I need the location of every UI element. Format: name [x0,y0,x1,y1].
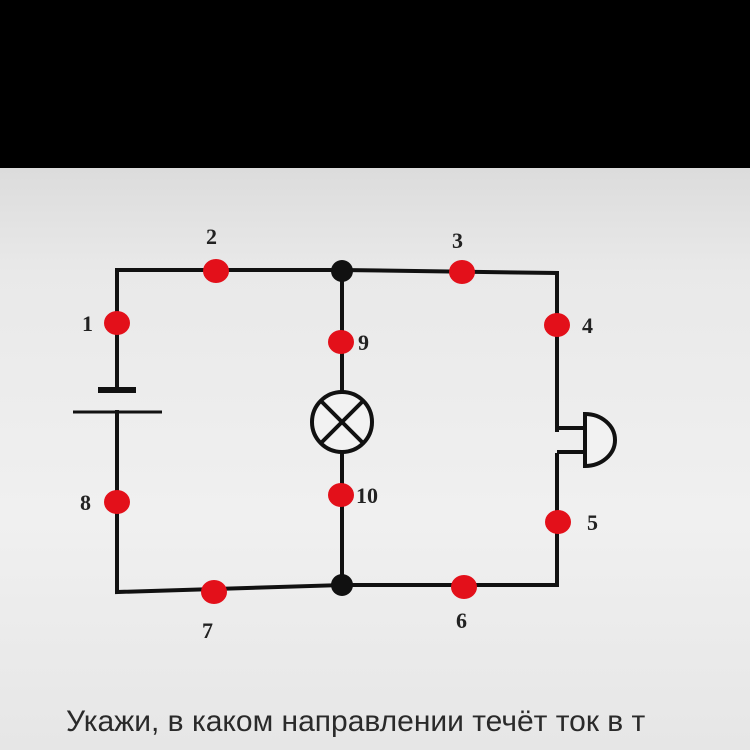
point-labels: 1 2 3 4 5 6 7 8 9 10 [80,224,598,643]
point-8[interactable] [104,490,130,514]
point-3[interactable] [449,260,475,284]
point-7[interactable] [201,580,227,604]
lamp-icon [310,390,374,454]
point-9[interactable] [328,330,354,354]
point-label-10: 10 [356,483,378,508]
circuit-wires [115,267,559,595]
junction-top [331,260,353,282]
point-1[interactable] [104,311,130,335]
point-label-6: 6 [456,608,467,633]
point-label-5: 5 [587,510,598,535]
point-label-8: 8 [80,490,91,515]
point-10[interactable] [328,483,354,507]
battery-icon [73,387,162,414]
worksheet-paper [0,168,750,750]
point-label-9: 9 [358,330,369,355]
point-label-3: 3 [452,228,463,253]
bell-icon [557,411,617,469]
point-label-2: 2 [206,224,217,249]
point-label-1: 1 [82,311,93,336]
point-label-4: 4 [582,313,593,338]
junction-bottom [331,574,353,596]
point-4[interactable] [544,313,570,337]
point-2[interactable] [203,259,229,283]
point-5[interactable] [545,510,571,534]
question-text: Укажи, в каком направлении течёт ток в т [66,705,646,738]
point-6[interactable] [451,575,477,599]
wire-bottom-left [115,410,345,595]
measurement-points [104,259,571,604]
wire-right-bottom [340,453,559,587]
point-label-7: 7 [202,618,213,643]
wire-top-right [339,267,559,432]
wire-left-top [115,268,344,392]
